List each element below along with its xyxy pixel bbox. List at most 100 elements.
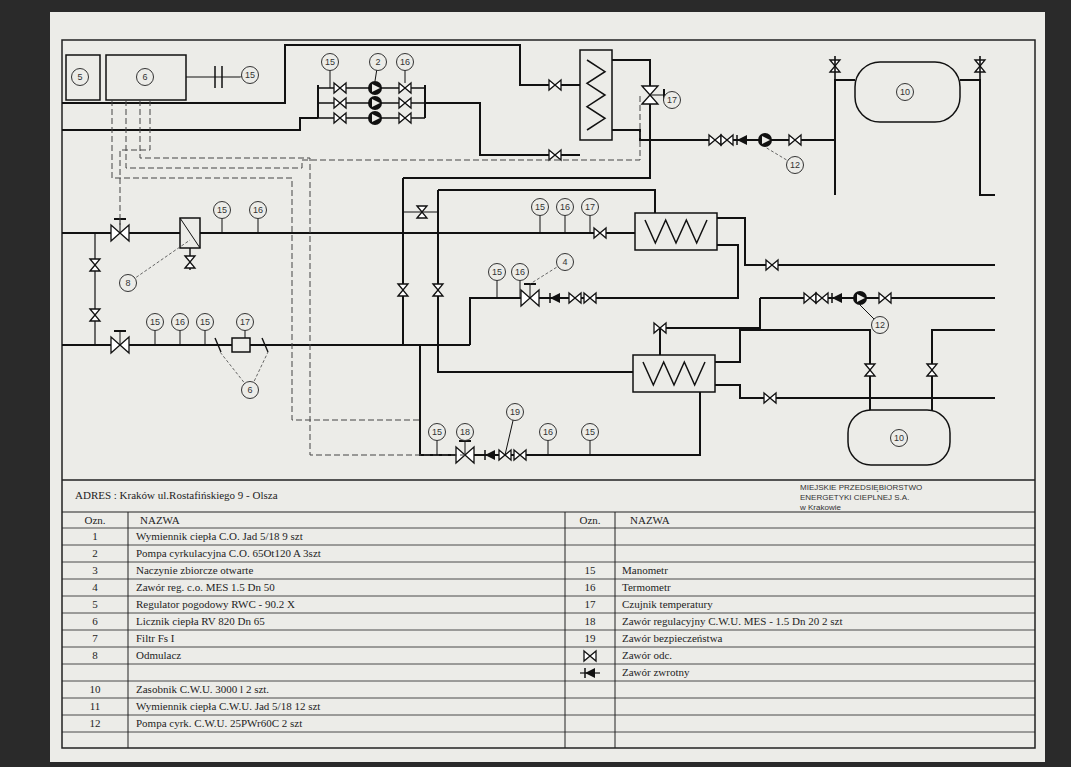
- table-rule: [62, 664, 1035, 665]
- callout-number: 2: [370, 54, 386, 70]
- table-cell: 15: [585, 564, 596, 577]
- callout-circle: 15: [488, 263, 506, 281]
- valve-half: [590, 293, 596, 303]
- valve-half: [340, 113, 346, 123]
- callout-number: 15: [197, 314, 213, 330]
- shutoff-valve: [584, 293, 596, 303]
- pipe: [403, 211, 438, 212]
- valve-half: [600, 228, 606, 238]
- callout-number: 15: [147, 314, 163, 330]
- check-valve: [485, 450, 495, 460]
- pipe: [438, 190, 633, 372]
- valve-half: [642, 95, 658, 104]
- callout-circle: 15: [146, 313, 164, 331]
- table-rule: [128, 512, 129, 748]
- pipe: [835, 80, 855, 195]
- table-cell: 5: [92, 598, 98, 611]
- valve-half: [90, 265, 100, 271]
- pump-body: [853, 291, 867, 305]
- pump-symbol: [853, 291, 867, 305]
- table-cell: Czujnik temperatury: [622, 598, 713, 611]
- table-cell: 19: [585, 632, 596, 645]
- valve-half: [520, 450, 526, 460]
- callout-number: 6: [242, 382, 258, 398]
- shutoff-valve: [185, 256, 195, 268]
- control-valve: [642, 86, 664, 104]
- valve-half: [111, 337, 120, 353]
- table-cell: 18: [585, 615, 596, 628]
- shutoff-valve: [569, 293, 581, 303]
- table-cell: Zawór reg. c.o. MES 1.5 Dn 50: [136, 581, 275, 594]
- check-body: [737, 135, 747, 145]
- check-seat: [549, 293, 551, 303]
- table-cell: 8: [92, 649, 98, 662]
- table-cell: 10: [90, 683, 101, 696]
- valve-half: [927, 370, 937, 376]
- pipe: [317, 85, 319, 118]
- callout-number: 15: [489, 264, 505, 280]
- valve-half: [822, 293, 828, 303]
- table-cell: Zawór regulacyjny C.W.U. MES - 1.5 Dn 20…: [622, 615, 842, 628]
- valve-half: [120, 225, 129, 241]
- valve-half: [530, 290, 539, 306]
- table-cell: Zasobnik C.W.U. 3000 l 2 szt.: [136, 683, 269, 696]
- table-cell: Zawór bezpieczeństwa: [622, 632, 722, 645]
- valve-half: [111, 225, 120, 241]
- valve-half: [575, 293, 581, 303]
- actuator-head: [114, 330, 126, 332]
- table-rule: [62, 562, 1035, 563]
- shutoff-valve: [584, 651, 596, 661]
- storage-tank: [848, 410, 950, 465]
- strainer-mesh: [180, 218, 200, 248]
- stamp-text: w Krakowie: [800, 503, 841, 513]
- callout-circle: 16: [396, 53, 414, 71]
- callout-circle: 15: [428, 423, 446, 441]
- heat-exchanger: [580, 50, 612, 140]
- valve-half: [795, 135, 801, 145]
- valve-half: [810, 293, 816, 303]
- table-rule: [62, 715, 1035, 716]
- shutoff-valve: [789, 135, 801, 145]
- check-body: [832, 293, 842, 303]
- callout-number: 16: [172, 314, 188, 330]
- callout-number: 15: [242, 67, 258, 83]
- pipe: [424, 85, 426, 118]
- shutoff-valve: [594, 228, 606, 238]
- valve-half: [772, 260, 778, 270]
- callout-number: 15: [322, 54, 338, 70]
- exchanger-coil: [643, 362, 705, 385]
- shutoff-valve: [433, 284, 443, 296]
- control-valve: [111, 219, 129, 241]
- table-cell: 11: [90, 700, 101, 713]
- table-rule: [62, 528, 1035, 529]
- callout-circle: 10: [896, 83, 914, 101]
- callout-number: 16: [540, 424, 556, 440]
- signal-line: [126, 95, 640, 168]
- pipe: [660, 298, 760, 355]
- pump-symbol: [758, 133, 772, 147]
- exchanger-shell: [635, 213, 717, 250]
- valve-half: [120, 337, 129, 353]
- table-rule: [62, 512, 1035, 513]
- shutoff-valve: [398, 284, 408, 296]
- callout-circle: 15: [531, 198, 549, 216]
- callout-number: 17: [664, 92, 680, 108]
- heat-meter: [232, 338, 250, 352]
- pump-body: [368, 96, 382, 110]
- check-body: [485, 450, 495, 460]
- check-valve: [550, 293, 560, 303]
- shutoff-valve: [721, 135, 733, 145]
- table-rule: [615, 512, 616, 748]
- pipe: [760, 297, 995, 299]
- valve-half: [715, 135, 721, 145]
- frame: [62, 40, 1035, 748]
- valve-half: [340, 98, 346, 108]
- pump-symbol: [368, 81, 382, 95]
- callout-circle: 16: [249, 201, 267, 219]
- control-valve: [111, 331, 129, 353]
- table-rule: [62, 479, 1035, 481]
- check-seat: [484, 450, 486, 460]
- pump-body: [758, 133, 772, 147]
- table-rule: [62, 630, 1035, 631]
